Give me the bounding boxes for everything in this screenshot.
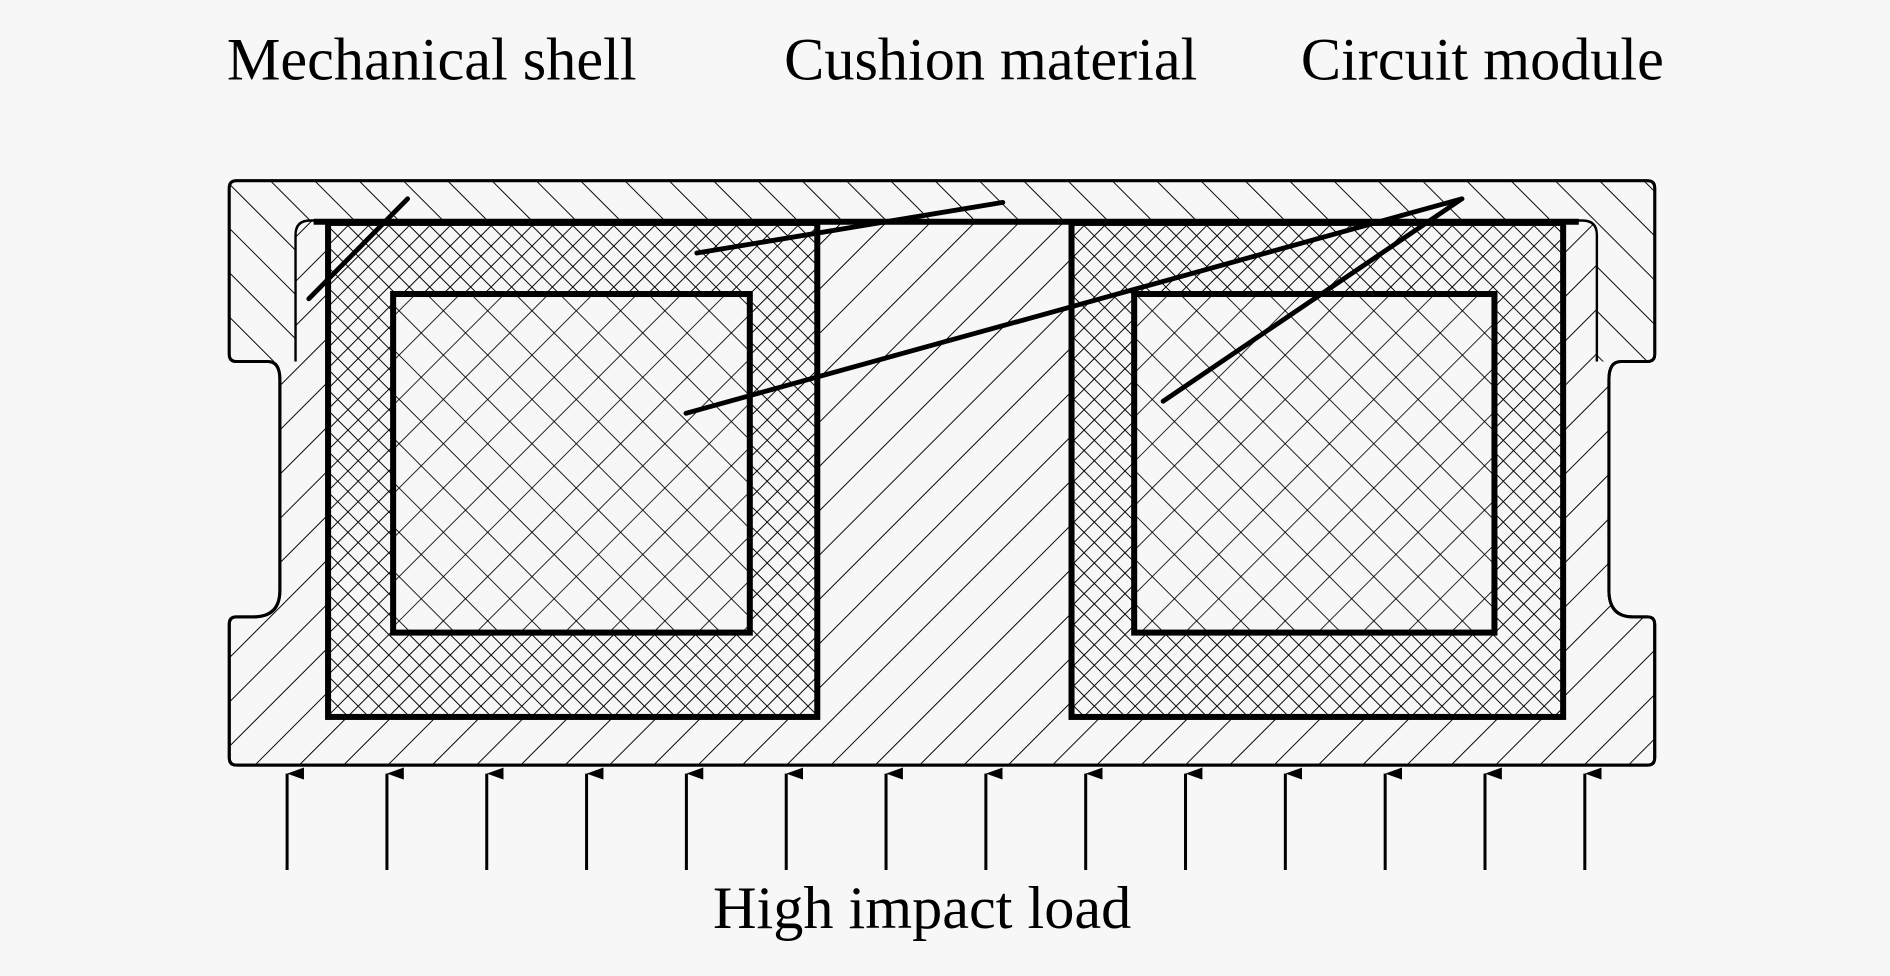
label-circuit-module: Circuit module [1301,27,1664,94]
label-mechanical-shell: Mechanical shell [227,27,637,94]
label-cushion-material: Cushion material [784,27,1197,94]
leader-cushion-material [694,200,1006,256]
leader-lines [306,196,1465,416]
impact-load-arrows [285,767,1602,870]
leader-circuit-module-right [1160,196,1465,404]
label-high-impact-load: High impact load [713,875,1131,942]
leader-mechanical-shell [306,196,411,302]
leader-circuit-module-left [683,196,1465,416]
